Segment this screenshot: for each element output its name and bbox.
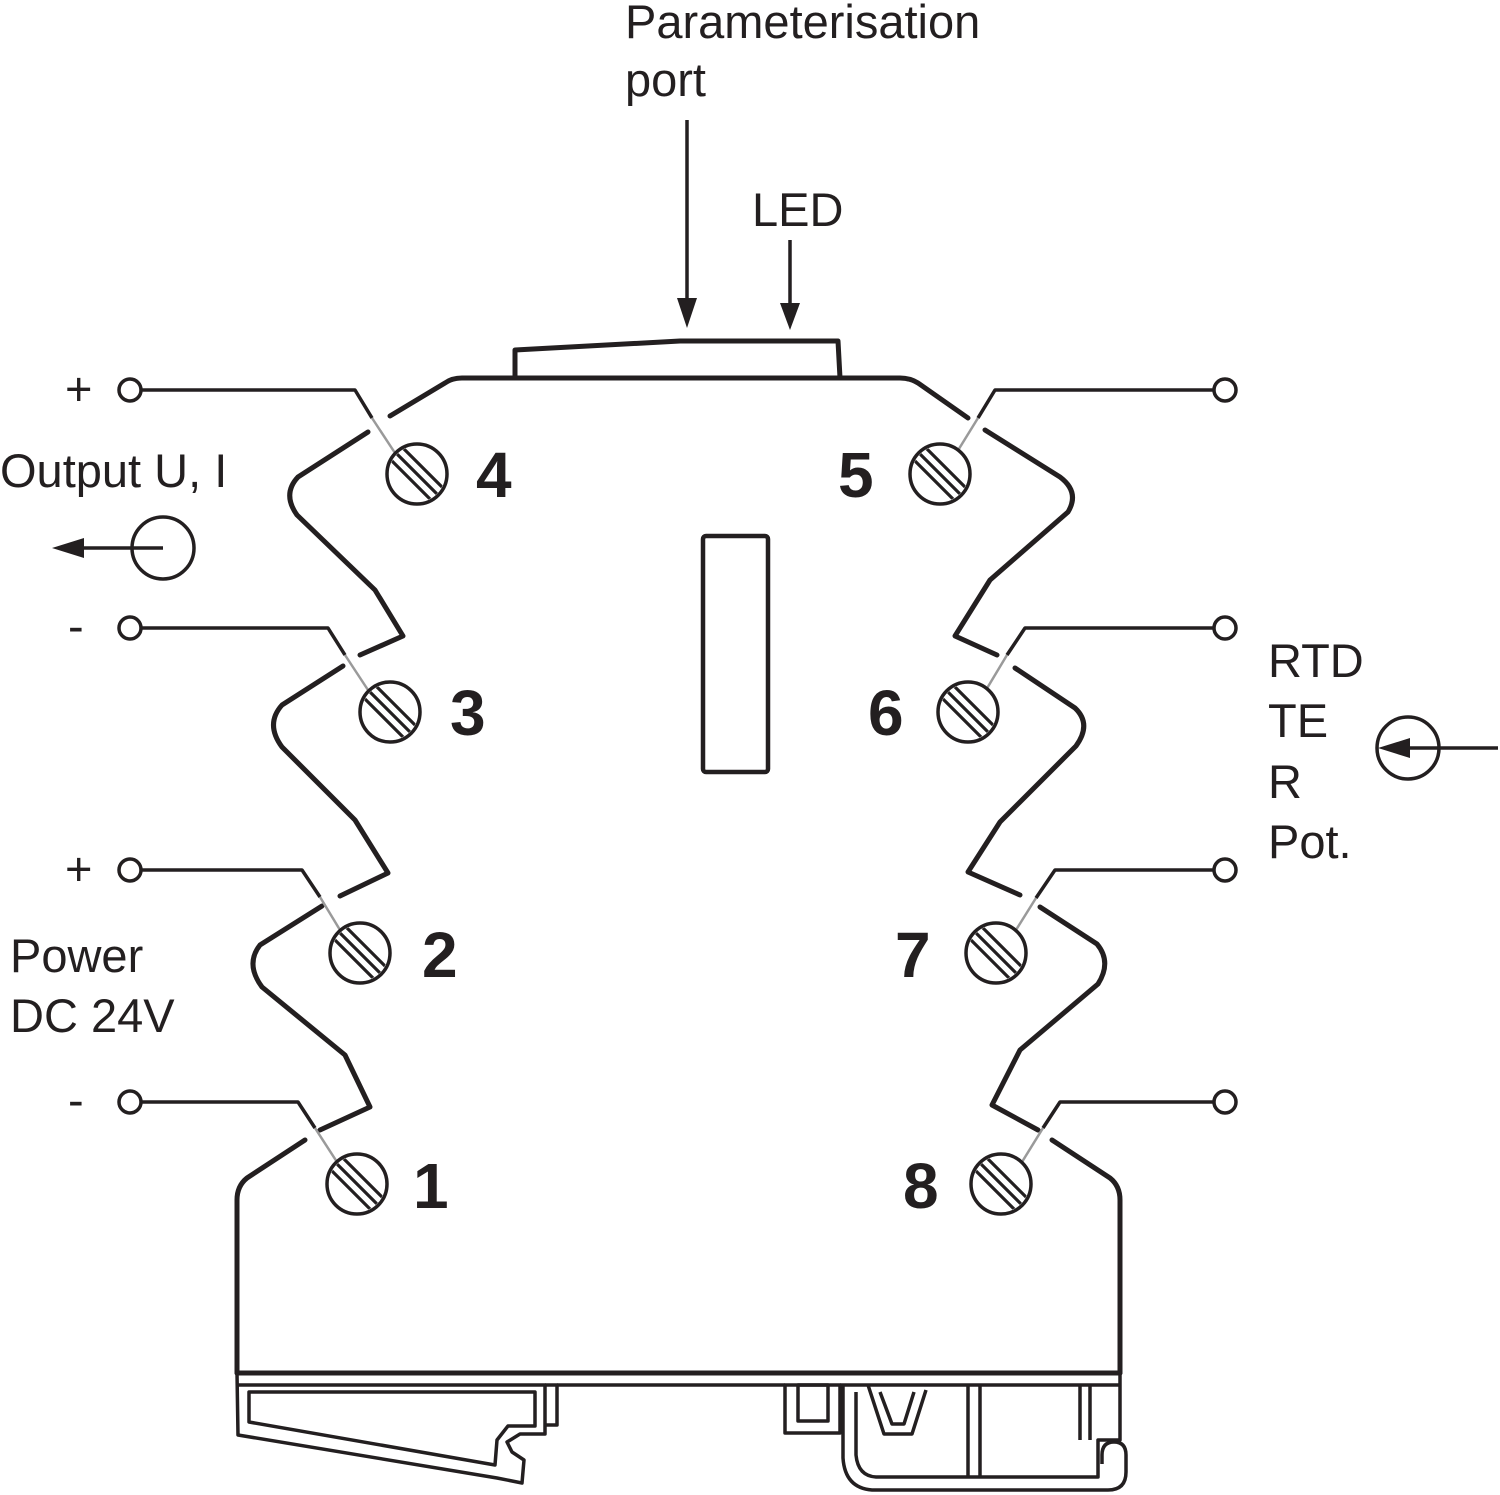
outline-left-bottom (234, 1137, 308, 1376)
output-label: Output U, I (0, 444, 227, 497)
input-arrow (1375, 715, 1498, 781)
wire-end-2 (117, 857, 143, 883)
wire-end-7 (1212, 857, 1238, 883)
wire-end-3 (117, 615, 143, 641)
terminal-5-screw (900, 422, 980, 526)
output-plus-sign: + (65, 362, 92, 415)
outline-right-5-6 (952, 427, 1075, 658)
terminal-number-1: 1 (413, 1150, 449, 1222)
terminal-number-2: 2 (422, 919, 458, 991)
wire-terminal-5 (955, 377, 1238, 453)
parameterisation-port-arrow (677, 120, 697, 328)
terminal-3-screw (350, 660, 430, 764)
outline-right-7-8 (989, 904, 1108, 1133)
input-label-rtd: RTD (1268, 634, 1364, 687)
input-label-pot: Pot. (1268, 815, 1352, 868)
led-label: LED (752, 183, 843, 236)
output-minus-sign: - (68, 599, 84, 652)
outline-right-6-7 (965, 665, 1087, 898)
power-label-line1: Power (10, 929, 143, 982)
wire-terminal-7 (1014, 857, 1238, 931)
terminal-number-3: 3 (450, 677, 486, 749)
input-label-r: R (1268, 755, 1302, 808)
wire-terminal-2 (117, 857, 342, 931)
wire-terminal-8 (1020, 1089, 1238, 1163)
power-label-line2: DC 24V (10, 989, 175, 1042)
parameterisation-port-label-line2: port (625, 53, 706, 106)
port-cover (512, 338, 843, 381)
output-arrow (52, 515, 196, 581)
terminal-8-screw (961, 1132, 1041, 1236)
parameterisation-port-label-line1: Parameterisation (625, 0, 980, 48)
wire-end-4 (117, 377, 143, 403)
wire-terminal-1 (117, 1089, 339, 1163)
input-label-te: TE (1268, 694, 1328, 747)
wire-end-1 (117, 1089, 143, 1115)
outline-left-2-1 (250, 903, 373, 1133)
terminal-number-7: 7 (895, 919, 931, 991)
wire-terminal-4 (117, 377, 397, 454)
terminal-number-4: 4 (476, 439, 512, 511)
din-rail-clip (234, 1370, 1128, 1492)
outline-left-3-2 (271, 663, 391, 899)
outline-right-bottom (1049, 1137, 1123, 1376)
module-outline (234, 338, 1123, 1376)
wire-terminal-6 (984, 615, 1238, 691)
wire-end-5 (1212, 377, 1238, 403)
power-minus-sign: - (68, 1073, 84, 1126)
power-plus-sign: + (65, 842, 92, 895)
terminal-4-screw (377, 422, 457, 526)
terminal-number-8: 8 (903, 1150, 939, 1222)
center-window (700, 533, 771, 775)
led-arrow (780, 240, 800, 330)
wire-end-6 (1212, 615, 1238, 641)
outline-left-4-3 (287, 429, 406, 658)
outline-top (387, 375, 971, 421)
terminal-number-6: 6 (868, 677, 904, 749)
terminal-number-5: 5 (838, 439, 874, 511)
wire-terminal-3 (117, 615, 370, 691)
wire-end-8 (1212, 1089, 1238, 1115)
